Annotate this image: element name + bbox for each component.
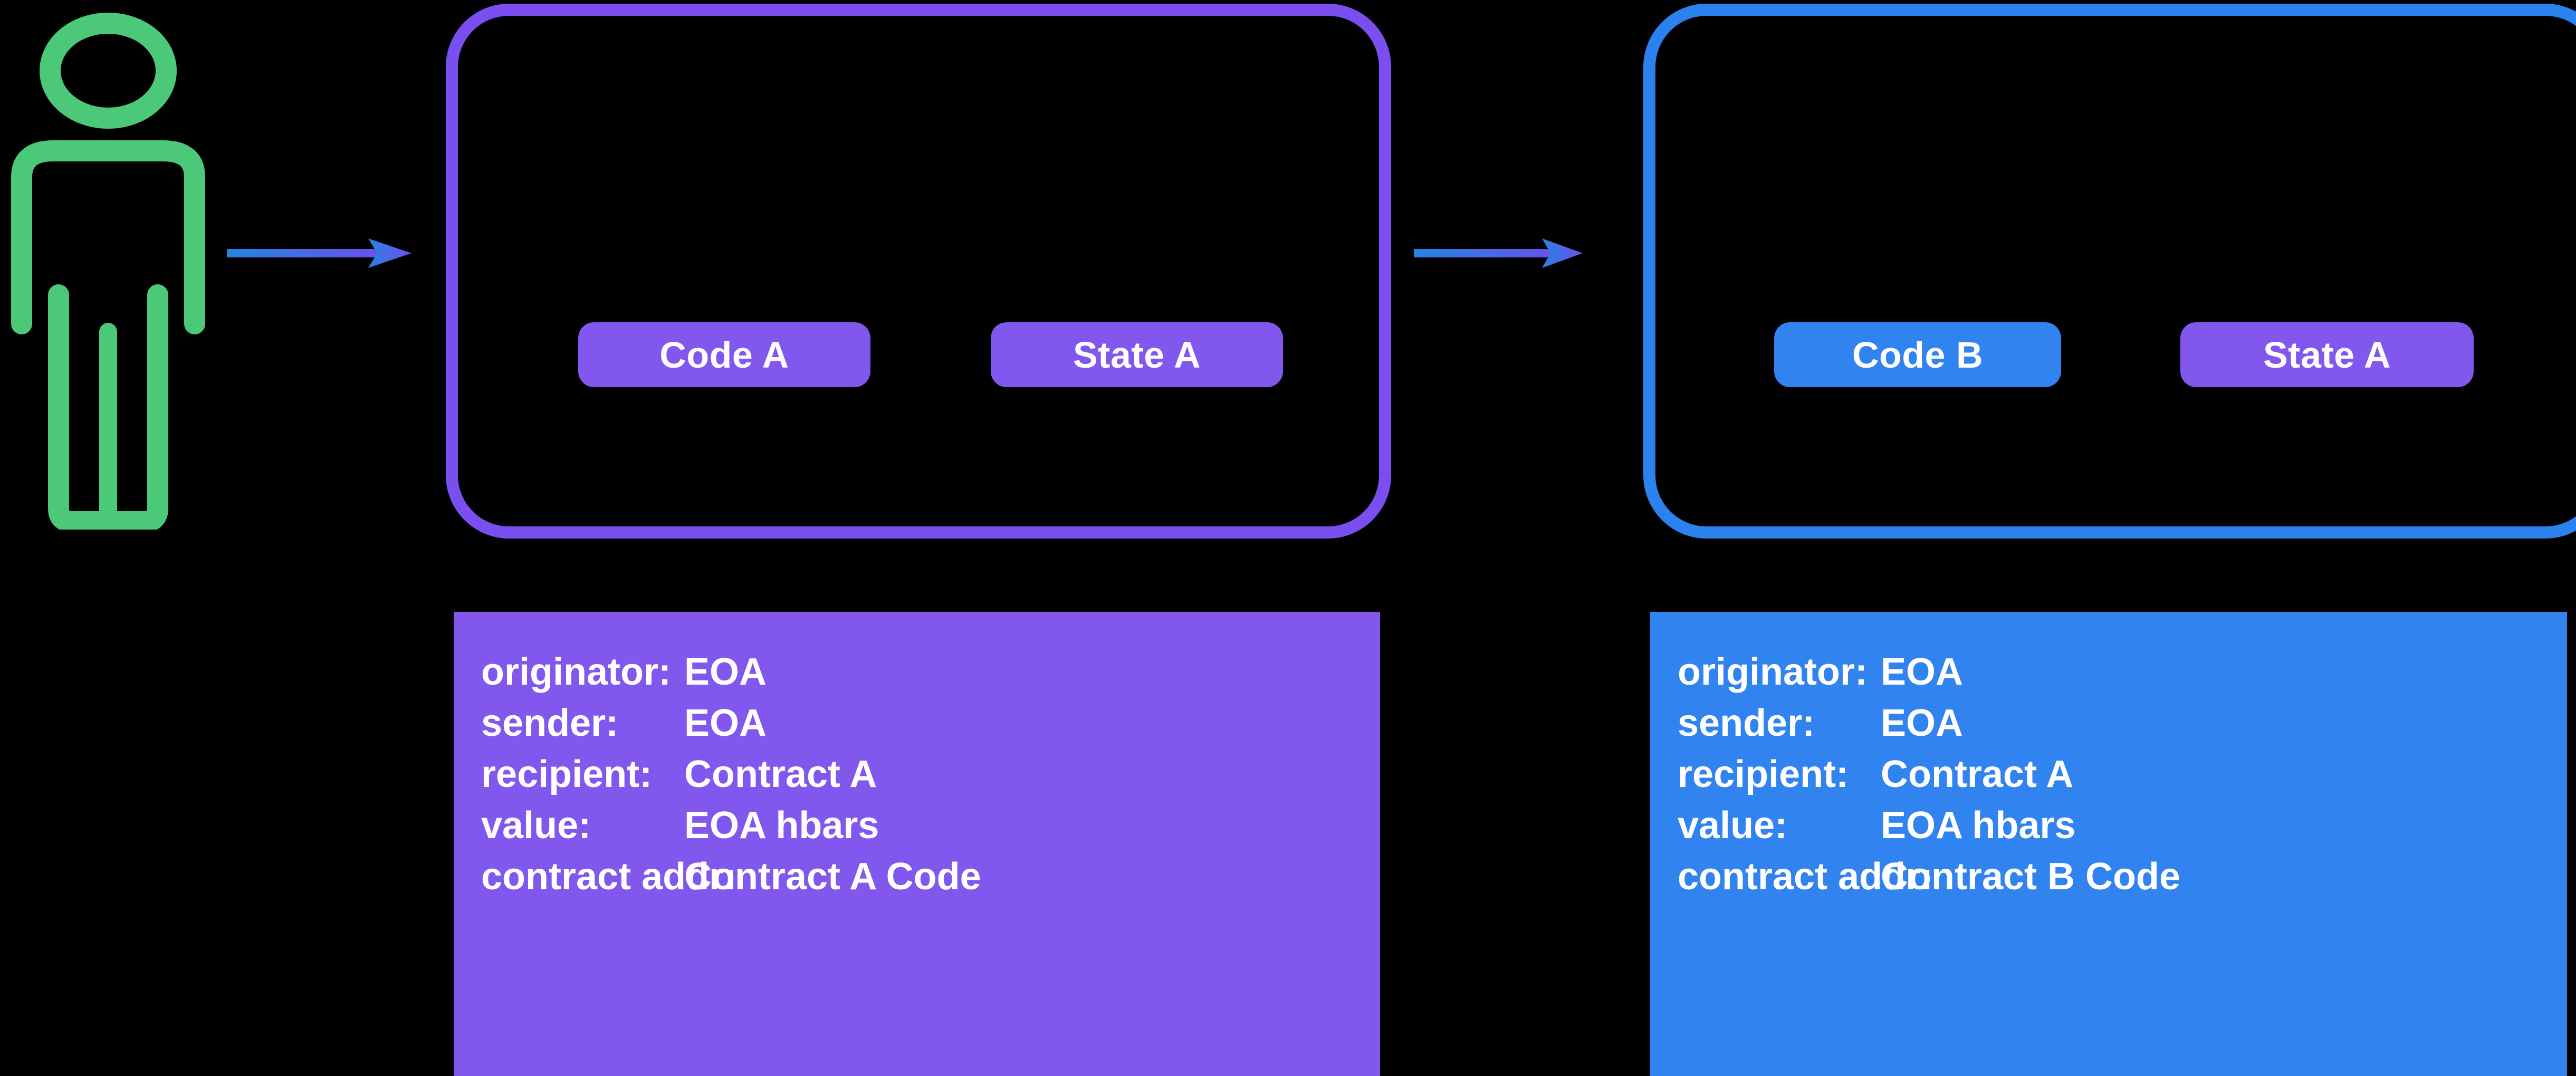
detail-value-originator: EOA	[684, 651, 767, 693]
detail-row: contract addr: Contract A Code	[481, 858, 1380, 909]
detail-row: sender: EOA	[1678, 704, 2567, 755]
arrow-contract-a-to-contract-b	[1414, 216, 1583, 290]
contract-b-box: Code B State A	[1643, 4, 2576, 539]
contract-b-detail-panel: originator: EOA sender: EOA recipient: C…	[1650, 612, 2567, 1076]
detail-label-recipient: recipient:	[1678, 753, 1849, 795]
contract-a-box: Code A State A	[446, 4, 1391, 539]
detail-value-contract-addr: Contract B Code	[1881, 856, 2181, 898]
detail-label-sender: sender:	[1678, 702, 1815, 744]
detail-value-recipient: Contract A	[1881, 753, 2074, 795]
detail-value-sender: EOA	[684, 702, 767, 744]
detail-label-originator: originator:	[1678, 651, 1868, 693]
pill-state-a-2[interactable]: State A	[2180, 322, 2474, 387]
detail-label-value: value:	[1678, 804, 1788, 847]
detail-row: value: EOA hbars	[481, 806, 1380, 858]
detail-row: recipient: Contract A	[1678, 755, 2567, 806]
contract-a-detail-panel: originator: EOA sender: EOA recipient: C…	[454, 612, 1380, 1076]
detail-row: recipient: Contract A	[481, 755, 1380, 806]
detail-label-value: value:	[481, 804, 591, 847]
detail-value-sender: EOA	[1881, 702, 1964, 744]
pill-state-a[interactable]: State A	[991, 322, 1283, 387]
detail-label-contract-addr: contract addr:	[481, 856, 737, 898]
detail-value-contract-addr: Contract A Code	[684, 856, 981, 898]
arrow-eoa-to-contract-a	[227, 216, 411, 290]
pill-code-b[interactable]: Code B	[1774, 322, 2061, 387]
person-icon	[3, 2, 225, 530]
detail-label-sender: sender:	[481, 702, 619, 744]
detail-label-contract-addr: contract addr:	[1678, 856, 1933, 898]
detail-label-recipient: recipient:	[481, 753, 653, 795]
pill-code-a[interactable]: Code A	[578, 322, 870, 387]
detail-value-recipient: Contract A	[684, 753, 877, 795]
detail-label-originator: originator:	[481, 651, 671, 693]
detail-row: originator: EOA	[1678, 653, 2567, 704]
detail-row: sender: EOA	[481, 704, 1380, 755]
detail-row: contract addr: Contract B Code	[1678, 858, 2567, 909]
detail-row: value: EOA hbars	[1678, 806, 2567, 858]
detail-value-value: EOA hbars	[1881, 804, 2076, 847]
detail-value-originator: EOA	[1881, 651, 1964, 693]
detail-row: originator: EOA	[481, 653, 1380, 704]
detail-value-value: EOA hbars	[684, 804, 879, 847]
eoa-actor	[3, 2, 225, 530]
